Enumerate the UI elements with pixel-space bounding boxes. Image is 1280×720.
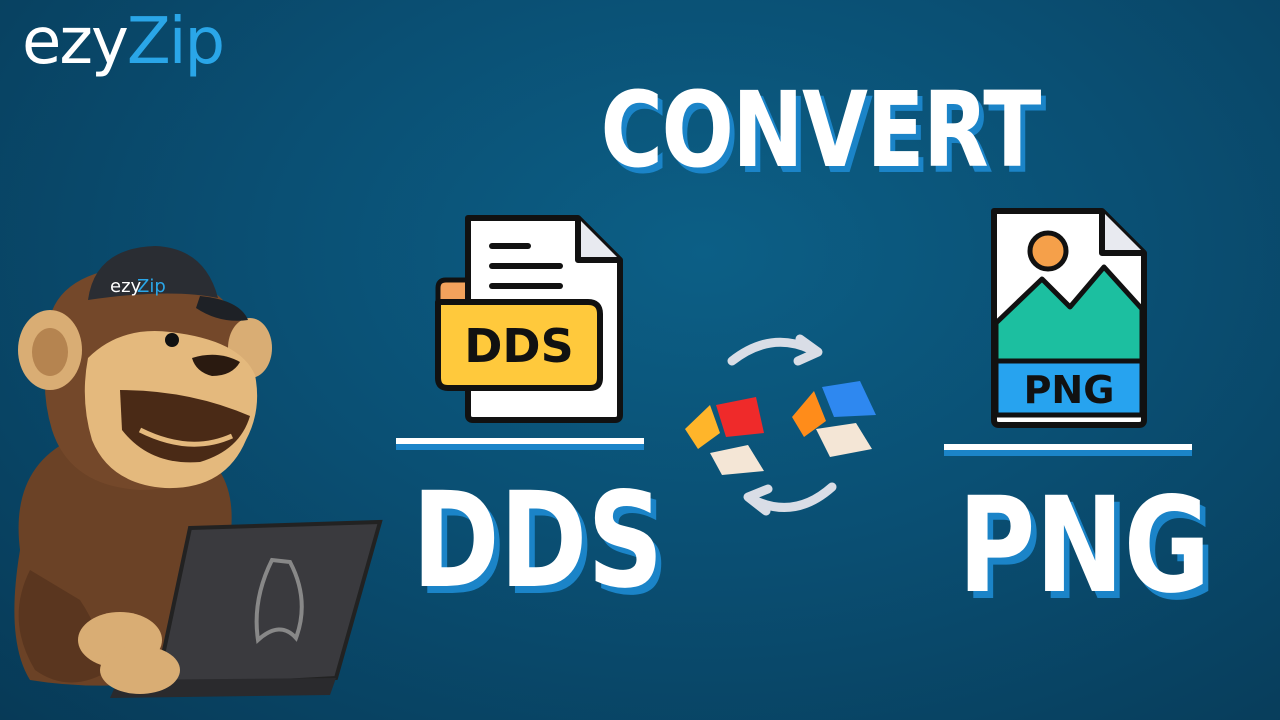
divider-right xyxy=(944,444,1192,450)
ezyzip-logo: ezyZip xyxy=(22,10,225,74)
dds-file-icon: DDS xyxy=(435,215,623,423)
cap-logo-part-2: Zip xyxy=(137,276,166,297)
cap-logo-part-1: ezy xyxy=(110,276,142,297)
convert-arrows-icon xyxy=(685,334,876,516)
from-format-label: DDS xyxy=(412,464,664,618)
monkey-mascot-icon: ezy Zip xyxy=(14,246,383,698)
png-image-file-icon: PNG xyxy=(991,208,1147,428)
headline-convert: CONVERT xyxy=(600,69,1042,191)
dds-icon-label: DDS xyxy=(464,319,574,373)
png-icon-label: PNG xyxy=(1024,368,1115,412)
to-format-label: PNG xyxy=(958,469,1211,623)
logo-part-2: Zip xyxy=(126,5,225,79)
logo-part-1: ezy xyxy=(22,5,129,79)
divider-left xyxy=(396,438,644,444)
